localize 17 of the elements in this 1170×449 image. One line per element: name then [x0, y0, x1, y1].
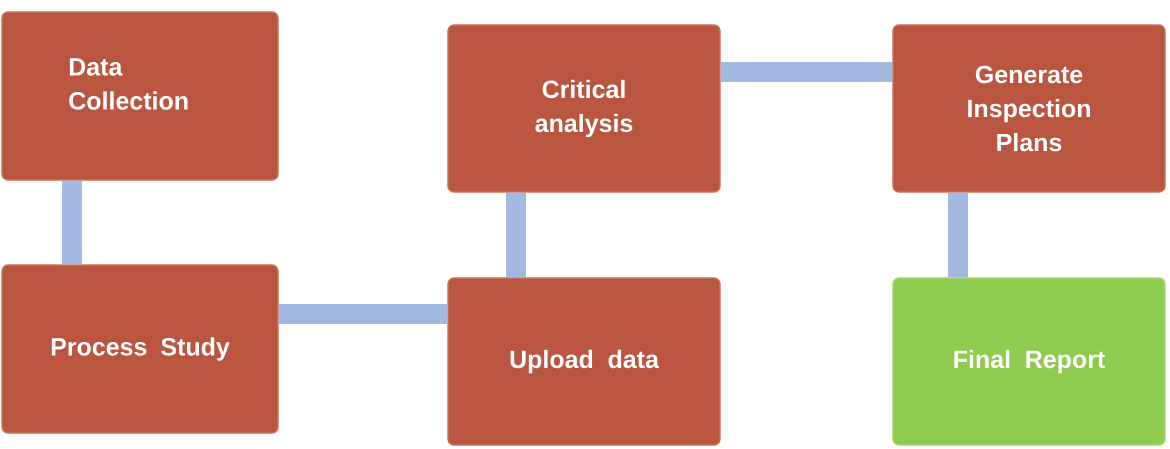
connector-bar	[278, 304, 448, 324]
process-box	[892, 24, 1166, 193]
box-label: Critical analysis	[535, 79, 633, 138]
process-box	[1, 11, 279, 181]
box-label: Upload data	[510, 349, 660, 374]
connector-bar	[62, 180, 82, 265]
connector-bar	[948, 192, 968, 278]
box-label: Process Study	[51, 337, 230, 361]
box-label: Generate Inspection Plans	[968, 65, 1090, 152]
process-box	[892, 277, 1166, 446]
process-box	[447, 24, 721, 193]
process-box	[1, 264, 279, 434]
connector-bar	[506, 192, 526, 278]
connector-bar	[720, 62, 893, 82]
box-label: Data Collection	[69, 58, 188, 110]
process-box	[447, 277, 721, 446]
box-label: Final Report	[954, 349, 1105, 374]
